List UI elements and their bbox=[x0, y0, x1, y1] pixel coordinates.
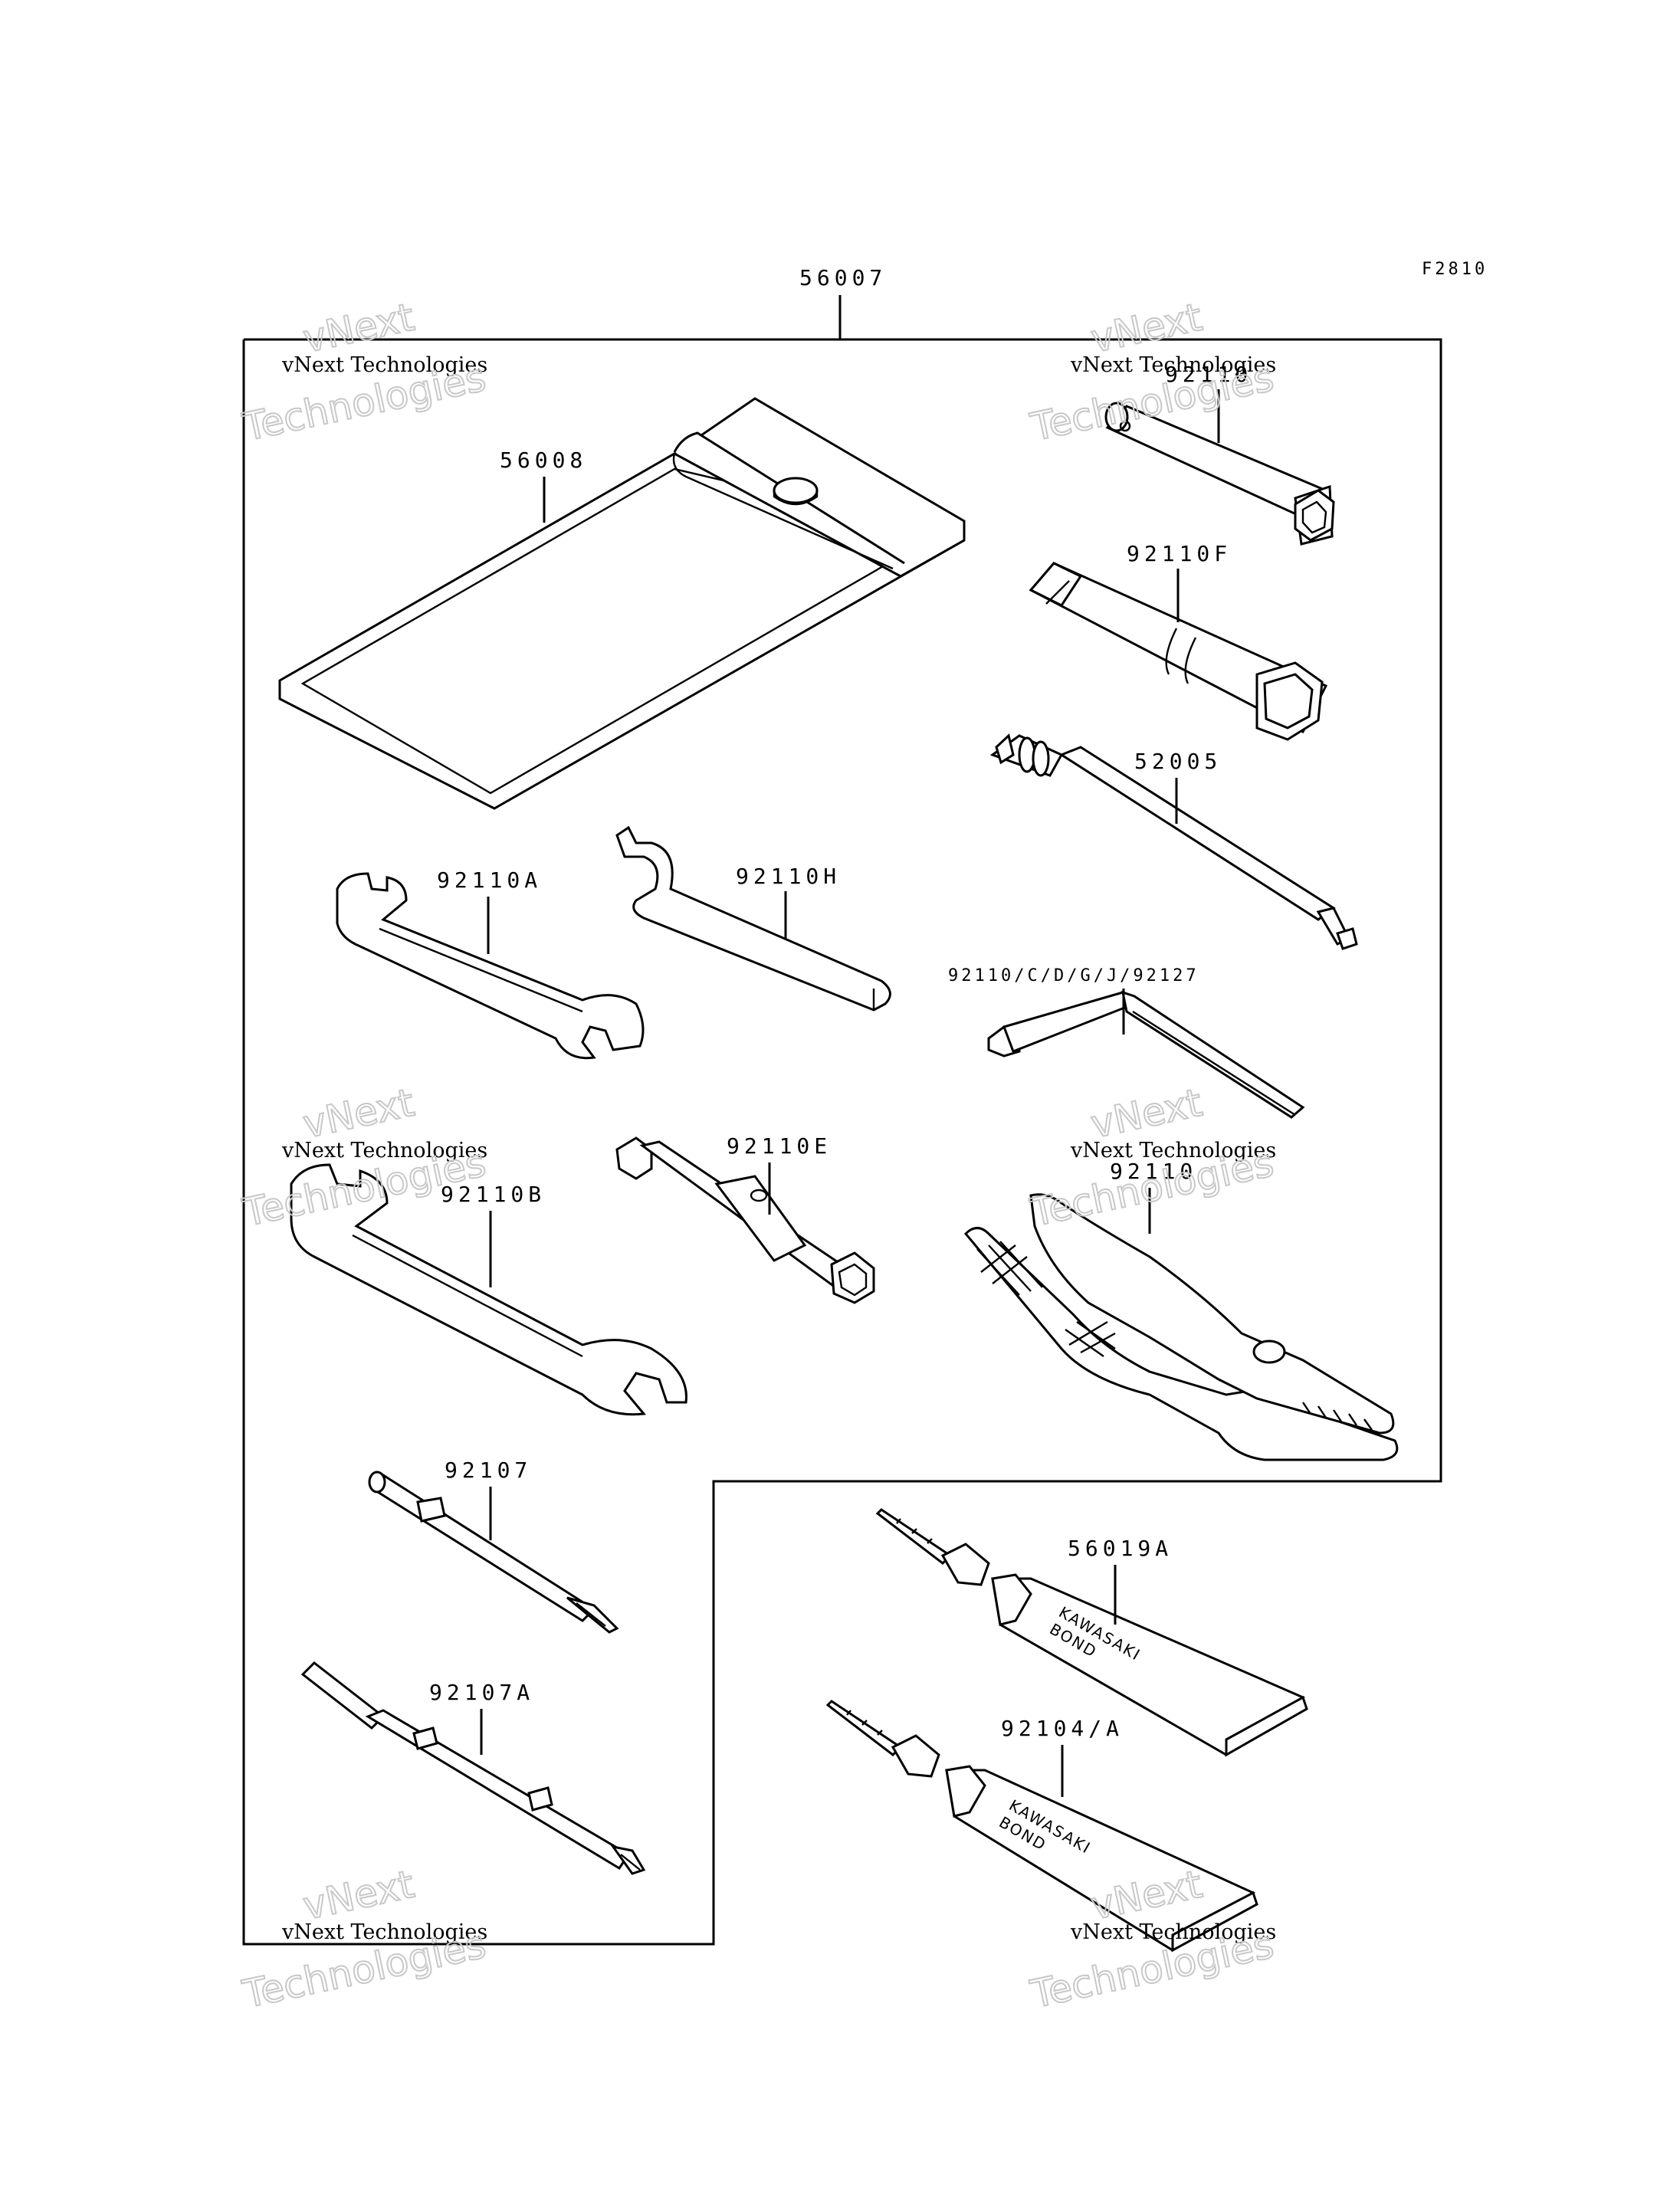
pliers[interactable] bbox=[963, 1193, 1399, 1461]
label-bond-b[interactable]: 92104/A bbox=[1001, 1716, 1124, 1741]
svg-text:vNext Technologies: vNext Technologies bbox=[281, 353, 487, 377]
svg-text:vNext Technologies: vNext Technologies bbox=[281, 1920, 487, 1944]
watermark-bottom-left: vNext vNext Technologies Technologies bbox=[238, 1861, 490, 2018]
hook-spanner-wrench[interactable] bbox=[615, 825, 891, 1012]
bond-tube-a[interactable] bbox=[875, 1508, 1308, 1757]
svg-text:vNext: vNext bbox=[299, 1080, 418, 1147]
svg-text:vNext Technologies: vNext Technologies bbox=[1070, 1920, 1276, 1944]
watermark-bottom-right: vNext vNext Technologies Technologies bbox=[1025, 1861, 1278, 2018]
watermark-middle-right: vNext vNext Technologies Technologies bbox=[1025, 1080, 1278, 1236]
label-hook-wrench[interactable]: 92110H bbox=[736, 864, 841, 889]
spoke-wrench-tool[interactable] bbox=[989, 733, 1358, 950]
screwdriver[interactable] bbox=[368, 1471, 619, 1634]
watermark-top-left: vNext vNext Technologies Technologies bbox=[238, 294, 490, 451]
spark-plug-wrench[interactable] bbox=[1029, 562, 1328, 741]
svg-text:vNext Technologies: vNext Technologies bbox=[1070, 1139, 1276, 1162]
svg-text:vNext Technologies: vNext Technologies bbox=[1070, 353, 1276, 377]
svg-text:vNext Technologies: vNext Technologies bbox=[281, 1139, 487, 1162]
open-end-wrench-a[interactable] bbox=[336, 872, 645, 1060]
label-tool-bag[interactable]: 56008 bbox=[500, 448, 587, 473]
svg-text:vNext: vNext bbox=[1087, 295, 1206, 362]
label-screwdriver-a[interactable]: 92107A bbox=[429, 1680, 534, 1705]
hex-key-set[interactable] bbox=[987, 990, 1305, 1119]
label-socket-e[interactable]: 92110E bbox=[727, 1133, 832, 1159]
svg-text:vNext: vNext bbox=[299, 1862, 418, 1929]
label-kit[interactable]: 56007 bbox=[799, 265, 887, 290]
label-plug-wrench[interactable]: 92110F bbox=[1127, 541, 1232, 566]
label-pliers[interactable]: 92110 bbox=[1110, 1159, 1197, 1184]
label-socket-small[interactable]: 92110 bbox=[1165, 362, 1252, 387]
label-hex-keys[interactable]: 92110/C/D/G/J/92127 bbox=[948, 966, 1199, 985]
box-socket-wrench-e[interactable] bbox=[615, 1136, 875, 1304]
tool-bag[interactable] bbox=[278, 397, 966, 810]
kit-outline bbox=[242, 338, 1442, 1946]
svg-text:vNext: vNext bbox=[299, 295, 418, 362]
label-spoke-wrench[interactable]: 52005 bbox=[1134, 749, 1222, 774]
label-wrench-b[interactable]: 92110B bbox=[441, 1182, 546, 1207]
label-screwdriver[interactable]: 92107 bbox=[445, 1458, 532, 1483]
label-wrench-a[interactable]: 92110A bbox=[437, 867, 542, 893]
socket-wrench-small[interactable] bbox=[1104, 402, 1335, 546]
open-end-wrench-b[interactable] bbox=[290, 1163, 687, 1416]
figure-code: F2810 bbox=[1422, 260, 1488, 279]
label-bond-a[interactable]: 56019A bbox=[1068, 1536, 1173, 1561]
svg-text:vNext: vNext bbox=[1087, 1080, 1206, 1147]
screwdriver-double[interactable] bbox=[300, 1661, 646, 1875]
bond-tube-b[interactable] bbox=[825, 1700, 1258, 1953]
